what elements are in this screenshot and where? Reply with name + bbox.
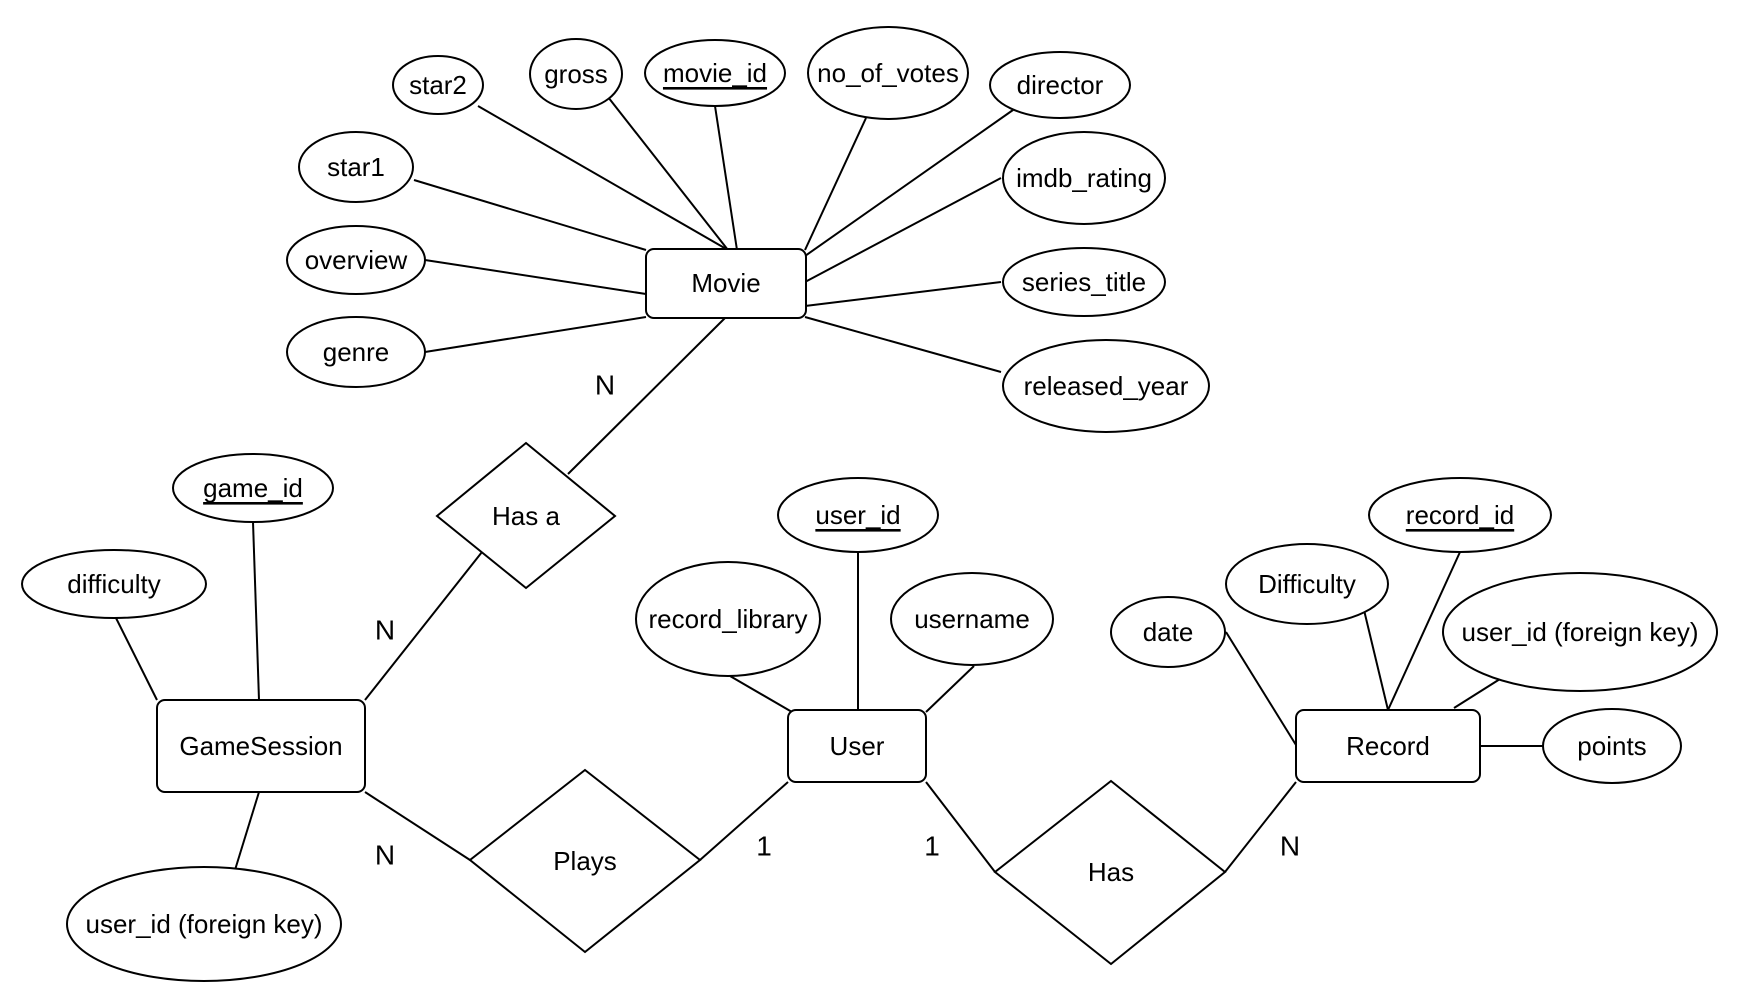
attribute-no-of-votes: no_of_votes: [807, 26, 969, 120]
connectors: [115, 96, 1544, 873]
attribute-points: points: [1542, 708, 1682, 784]
attribute-user-id: user_id: [777, 477, 939, 553]
entity-movie: Movie: [645, 248, 807, 319]
connector-user-username: [925, 665, 975, 713]
cardinality-game-session-has-a: N: [375, 615, 395, 646]
connector-game-session-difficulty: [115, 617, 158, 701]
connector-movie-series-title: [804, 281, 1002, 307]
connector-has-record: [1224, 781, 1297, 873]
attribute-no-of-votes-label: no_of_votes: [817, 58, 959, 88]
connector-user-record-library: [729, 675, 793, 713]
attribute-director: director: [989, 51, 1131, 119]
entity-user-label: User: [830, 731, 885, 761]
entity-movie-label: Movie: [691, 268, 760, 298]
attribute-record-id-label: record_id: [1406, 500, 1514, 530]
record-group: record_id Difficulty date user_id (forei…: [1110, 477, 1718, 784]
user-group: user_id record_library username User: [635, 477, 1054, 783]
attribute-record-id: record_id: [1368, 477, 1552, 553]
connector-movie-released-year: [804, 316, 1002, 373]
attribute-user-id-fk-record-label: user_id (foreign key): [1462, 617, 1699, 647]
attribute-movie-id-label: movie_id: [663, 58, 767, 88]
connector-game-session-user-id-fk: [234, 791, 260, 871]
attribute-movie-id: movie_id: [644, 39, 786, 107]
attribute-username-label: username: [914, 604, 1030, 634]
connector-plays-user: [699, 781, 789, 861]
attribute-imdb-rating-label: imdb_rating: [1016, 163, 1152, 193]
attribute-user-id-fk-game-label: user_id (foreign key): [86, 909, 323, 939]
attribute-gross-label: gross: [544, 59, 608, 89]
attribute-user-id-fk-record: user_id (foreign key): [1442, 572, 1718, 692]
connector-record-user-id-fk: [1453, 678, 1501, 709]
attribute-genre-label: genre: [323, 337, 390, 367]
connector-movie-has-a: [567, 317, 726, 475]
connector-movie-overview: [424, 259, 647, 295]
connector-movie-star1: [413, 179, 647, 251]
entity-game-session-label: GameSession: [179, 731, 342, 761]
cardinality-movie-has-a: N: [595, 370, 615, 401]
entity-record-label: Record: [1346, 731, 1430, 761]
attribute-record-library-label: record_library: [649, 604, 808, 634]
entity-user: User: [787, 709, 927, 783]
movie-group: star2 gross movie_id no_of_votes directo…: [286, 26, 1210, 433]
attribute-user-id-label: user_id: [815, 500, 900, 530]
cardinality-user-has: 1: [924, 831, 940, 862]
attribute-date-label: date: [1143, 617, 1194, 647]
entity-record: Record: [1295, 709, 1481, 783]
attribute-star2-label: star2: [409, 70, 467, 100]
attribute-game-id-label: game_id: [203, 473, 303, 503]
attribute-overview: overview: [286, 225, 426, 295]
connector-movie-director: [804, 109, 1014, 257]
attribute-genre: genre: [286, 316, 426, 388]
cardinality-record-has: N: [1280, 831, 1300, 862]
connector-record-difficulty: [1363, 609, 1389, 711]
attribute-username: username: [890, 572, 1054, 666]
attribute-star1-label: star1: [327, 152, 385, 182]
attribute-record-library: record_library: [635, 561, 821, 677]
relationship-has-a-label: Has a: [492, 501, 560, 531]
connector-record-date: [1225, 631, 1297, 746]
relationship-has: Has: [993, 779, 1227, 966]
connector-game-session-plays: [364, 791, 471, 861]
cardinality-user-plays: 1: [756, 831, 772, 862]
cardinality-game-session-plays: N: [375, 840, 395, 871]
cardinalities: N N N 1 1 N: [375, 370, 1300, 871]
attribute-series-title-label: series_title: [1022, 267, 1146, 297]
entity-game-session: GameSession: [156, 699, 366, 793]
attribute-director-label: director: [1017, 70, 1104, 100]
connector-user-has: [925, 781, 996, 873]
attribute-imdb-rating: imdb_rating: [1002, 131, 1166, 225]
connector-game-session-game-id: [252, 521, 260, 701]
attribute-star2: star2: [392, 55, 484, 115]
connector-movie-movie-id: [714, 105, 738, 251]
connector-movie-gross: [607, 96, 729, 251]
attribute-gross: gross: [529, 38, 623, 110]
relationship-plays-label: Plays: [553, 846, 617, 876]
attribute-date: date: [1110, 596, 1226, 668]
connector-has-a-game-session: [364, 551, 483, 701]
attribute-series-title: series_title: [1002, 247, 1166, 317]
attribute-star1: star1: [298, 131, 414, 203]
attribute-difficulty-game: difficulty: [21, 549, 207, 619]
relationship-has-label: Has: [1088, 857, 1134, 887]
attribute-difficulty-record-label: Difficulty: [1258, 569, 1356, 599]
attribute-difficulty-record: Difficulty: [1225, 543, 1389, 625]
attribute-overview-label: overview: [305, 245, 408, 275]
relationship-plays: Plays: [468, 768, 702, 954]
attribute-points-label: points: [1577, 731, 1646, 761]
relationship-has-a: Has a: [435, 441, 617, 590]
connector-movie-star2: [477, 105, 729, 251]
game-session-group: game_id difficulty GameSession user_id (…: [21, 453, 366, 982]
attribute-user-id-fk-game: user_id (foreign key): [66, 866, 342, 982]
attribute-released-year-label: released_year: [1024, 371, 1189, 401]
connector-movie-no-of-votes: [804, 117, 867, 251]
connector-record-record-id: [1387, 551, 1461, 711]
connector-movie-imdb-rating: [804, 177, 1002, 283]
attribute-difficulty-game-label: difficulty: [67, 569, 160, 599]
connector-movie-genre: [424, 316, 647, 353]
attribute-released-year: released_year: [1002, 339, 1210, 433]
attribute-game-id: game_id: [172, 453, 334, 523]
